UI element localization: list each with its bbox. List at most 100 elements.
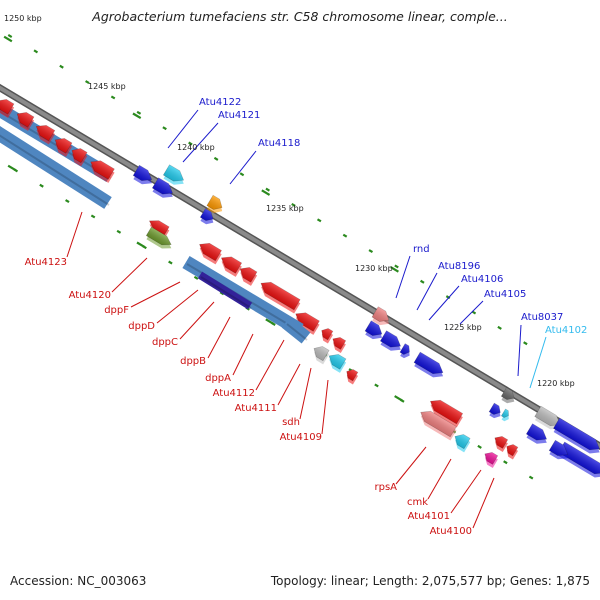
- gene-olive: [145, 226, 172, 249]
- gene-dpp-steel: [182, 255, 304, 337]
- minor-tick: [239, 172, 245, 177]
- gene-arrow: [553, 417, 600, 454]
- gene-shade: [501, 409, 509, 418]
- gene-arrow: [199, 208, 214, 225]
- gene-label: Atu4109: [280, 432, 322, 443]
- leader-line: [459, 300, 484, 325]
- gene-shade: [0, 99, 14, 115]
- gene-label: cmk: [407, 497, 428, 508]
- gene-shade: [295, 312, 320, 332]
- gene-shade: [553, 418, 600, 450]
- gene-atu4118: [206, 194, 223, 214]
- gene-arrow: [494, 436, 509, 452]
- minor-tick: [528, 475, 534, 480]
- gene-label: Atu4106: [461, 274, 503, 285]
- gene-shade: [365, 320, 382, 336]
- minor-tick: [213, 156, 219, 161]
- minor-tick: [316, 218, 322, 223]
- gene-shade: [200, 208, 214, 221]
- gene-shade: [534, 406, 561, 426]
- minor-tick: [110, 95, 116, 100]
- gene-arrow: [328, 354, 347, 373]
- leader-line: [156, 289, 199, 324]
- gene-arrow: [260, 281, 301, 314]
- gene-shade: [71, 148, 88, 163]
- gene-atu8037: [500, 387, 515, 404]
- gene-shade: [420, 411, 457, 437]
- scale-label: 1230 kbp: [355, 264, 393, 273]
- gene-arrow: [199, 243, 222, 265]
- gene-label: Atu4121: [218, 110, 260, 121]
- gene-shade: [163, 164, 184, 182]
- minor-tick: [7, 34, 13, 38]
- gene-shade: [558, 442, 600, 474]
- gene-shade: [372, 306, 389, 322]
- gene-shade: [149, 220, 170, 236]
- leader-line: [321, 379, 329, 435]
- major-tick: [3, 35, 13, 43]
- gene-strip-edge: [0, 134, 110, 206]
- major-tick: [265, 318, 275, 325]
- backbone-line: [0, 85, 600, 449]
- gene-arrow: [0, 99, 15, 118]
- gene-arrow: [558, 441, 600, 478]
- chromosome-backbone: [0, 83, 600, 451]
- gene-shade: [454, 434, 471, 449]
- minor-tick: [85, 80, 90, 85]
- scale-label: 1240 kbp: [177, 143, 215, 152]
- leader-line: [529, 336, 547, 389]
- gene-arrow: [295, 312, 320, 335]
- gene-arrow: [220, 256, 243, 277]
- gene-strip-edge: [286, 323, 308, 341]
- leader-line: [130, 281, 181, 308]
- minor-tick: [394, 264, 399, 269]
- gene-steel-lower: [0, 126, 112, 209]
- gene-label: Atu4120: [69, 290, 111, 301]
- gene-label: Atu4111: [235, 403, 277, 414]
- minor-tick: [368, 249, 374, 254]
- gene-shade: [494, 436, 508, 449]
- leader-line: [229, 150, 257, 185]
- gene-shade: [90, 160, 115, 180]
- minor-tick: [33, 49, 39, 54]
- gene-shade: [380, 330, 401, 348]
- minor-tick: [265, 187, 270, 192]
- leader-line: [179, 301, 215, 340]
- gene-arrow: [364, 320, 383, 340]
- gene-shade: [240, 267, 257, 283]
- gene-arrow: [420, 410, 457, 441]
- minor-tick: [188, 141, 193, 146]
- gene-arrow: [151, 177, 174, 198]
- gene-arrow: [332, 337, 347, 353]
- minor-tick: [39, 183, 44, 188]
- major-tick: [261, 189, 271, 196]
- gene-label: dppB: [180, 356, 206, 367]
- gene-label: Atu8196: [438, 261, 480, 272]
- leader-line: [428, 285, 460, 321]
- major-tick: [394, 395, 403, 402]
- gene-arrow: [399, 343, 410, 359]
- minor-tick: [477, 444, 482, 449]
- gene-arrow: [54, 138, 73, 157]
- gene-strip-edge: [0, 110, 112, 179]
- leader-line: [299, 367, 312, 420]
- gene-shade: [152, 177, 173, 195]
- gene-arrow: [346, 369, 359, 385]
- gene-arrow: [313, 346, 330, 365]
- gene-features: [0, 99, 600, 478]
- gene-arrow: [525, 423, 548, 444]
- gene-shade: [501, 387, 515, 400]
- minor-tick: [420, 279, 425, 284]
- gene-label: rpsA: [374, 482, 397, 493]
- leader-line: [66, 211, 83, 258]
- gene-shade: [221, 256, 242, 274]
- topology-text: Topology: linear; Length: 2,075,577 bp; …: [270, 574, 590, 588]
- gene-shade: [414, 352, 443, 374]
- minor-tick: [503, 460, 508, 465]
- gene-atu4105: [413, 351, 444, 378]
- gene-shade: [206, 195, 223, 210]
- gene-shade: [400, 343, 410, 355]
- gene-arrow: [379, 330, 402, 351]
- gene-arrow: [548, 439, 569, 460]
- gene-label: Atu4100: [430, 526, 472, 537]
